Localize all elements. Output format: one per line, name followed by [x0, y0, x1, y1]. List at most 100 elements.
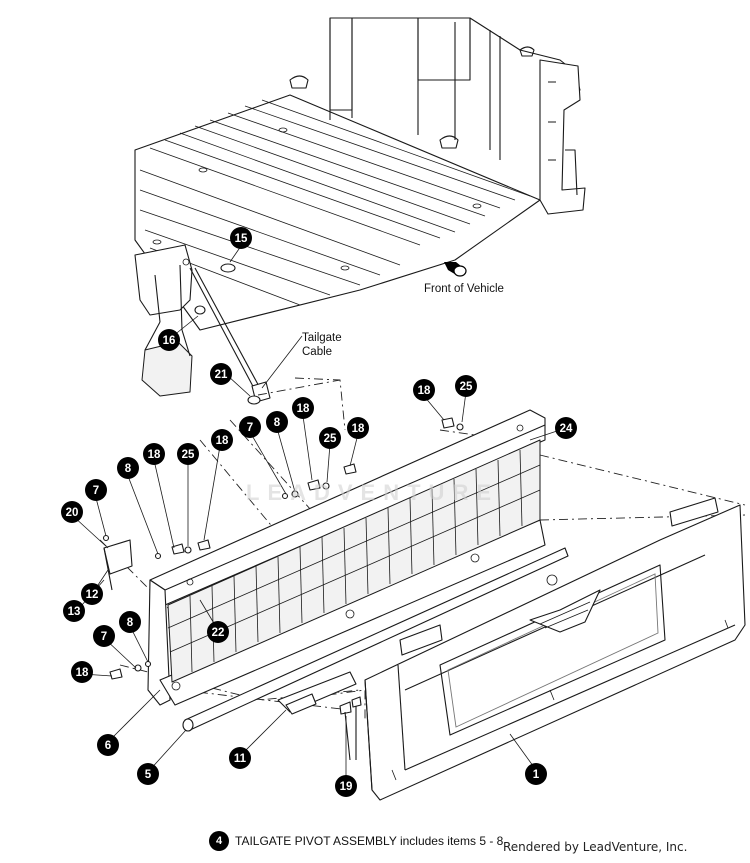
callout-18: 18: [211, 429, 233, 451]
front-arrow-icon: [444, 262, 467, 277]
callout-circle: [229, 747, 251, 769]
tailgate-cable: [189, 263, 271, 405]
callout-number: 8: [127, 617, 134, 629]
cargo-bed: [134, 17, 586, 397]
callout-25: 25: [177, 443, 199, 465]
callout-7: 7: [239, 416, 261, 438]
callout-number: 13: [68, 606, 81, 618]
callout-circle: [210, 363, 232, 385]
callout-number: 20: [66, 507, 79, 519]
callout-number: 21: [215, 369, 228, 381]
callout-circle: [137, 763, 159, 785]
callout-15: 15: [230, 227, 252, 249]
callout-circle: [230, 227, 252, 249]
callout-circle: [292, 397, 314, 419]
callout-7: 7: [93, 625, 115, 647]
callout-19: 19: [335, 775, 357, 797]
callout-number: 18: [418, 385, 431, 397]
callout-6: 6: [97, 734, 119, 756]
callout-circle: [177, 443, 199, 465]
callout-number: 18: [216, 435, 229, 447]
callout-number: 18: [76, 667, 89, 679]
callout-25: 25: [319, 427, 341, 449]
callout-circle: [525, 763, 547, 785]
callout-circle: [71, 661, 93, 683]
credit-text: Rendered by LeadVenture, Inc.: [503, 840, 688, 854]
callout-number: 1: [533, 769, 540, 781]
callout-number: 11: [234, 753, 247, 765]
footer-note: 4 TAILGATE PIVOT ASSEMBLY includes items…: [209, 831, 503, 851]
callout-number: 7: [93, 485, 99, 497]
callout-18: 18: [292, 397, 314, 419]
footer-note-text: TAILGATE PIVOT ASSEMBLY includes items 5…: [235, 834, 504, 848]
callout-circle: [455, 375, 477, 397]
callout-number: 19: [340, 781, 353, 793]
callout-18: 18: [347, 417, 369, 439]
callout-circle: [119, 611, 141, 633]
callout-circle: [61, 501, 83, 523]
tailgate-cable-label-line1: Tailgate: [302, 332, 342, 344]
callout-12: 12: [81, 583, 103, 605]
callout-circle: [117, 457, 139, 479]
tailgate-panel: [364, 497, 746, 801]
callout-7: 7: [85, 479, 107, 501]
callout-8: 8: [117, 457, 139, 479]
callout-22: 22: [207, 621, 229, 643]
callout-13: 13: [63, 600, 85, 622]
callout-1: 1: [525, 763, 547, 785]
callout-circle: [143, 443, 165, 465]
callout-number: 25: [460, 381, 473, 393]
callout-number: 18: [352, 423, 365, 435]
callout-circle: [93, 625, 115, 647]
callout-circle: [97, 734, 119, 756]
callout-circle: [81, 583, 103, 605]
callout-number: 25: [182, 449, 195, 461]
tailgate-cable-label-line2: Cable: [302, 346, 332, 358]
callout-circle: [413, 379, 435, 401]
callout-number: 7: [247, 422, 253, 434]
callout-number: 5: [145, 769, 152, 781]
callout-circle: [63, 600, 85, 622]
callout-circle: [347, 417, 369, 439]
callout-number: 12: [86, 589, 99, 601]
callout-number: 18: [148, 449, 161, 461]
footer-item-badge: 4: [209, 831, 229, 851]
tailgate-frame: [147, 409, 546, 706]
callout-number: 25: [324, 433, 337, 445]
callout-11: 11: [229, 747, 251, 769]
watermark: LEADVENTURE: [246, 480, 500, 505]
callout-circle: [335, 775, 357, 797]
callout-circle: [207, 621, 229, 643]
callout-21: 21: [210, 363, 232, 385]
callout-circle: [85, 479, 107, 501]
callout-circle: [239, 416, 261, 438]
callout-number: 24: [560, 423, 573, 435]
callout-number: 18: [297, 403, 310, 415]
callout-number: 7: [101, 631, 107, 643]
callout-18: 18: [71, 661, 93, 683]
callout-25: 25: [455, 375, 477, 397]
callout-5: 5: [137, 763, 159, 785]
callout-number: 8: [274, 417, 281, 429]
callout-number: 22: [212, 627, 225, 639]
callout-circle: [158, 329, 180, 351]
callout-20: 20: [61, 501, 83, 523]
pivot-rod: [182, 547, 569, 732]
side-bracket: [103, 539, 133, 591]
callout-circle: [266, 411, 288, 433]
callout-16: 16: [158, 329, 180, 351]
callout-number: 8: [125, 463, 132, 475]
callout-circle: [555, 417, 577, 439]
callout-8: 8: [119, 611, 141, 633]
callout-18: 18: [143, 443, 165, 465]
callout-circle: [319, 427, 341, 449]
callout-8: 8: [266, 411, 288, 433]
callout-number: 15: [235, 233, 248, 245]
callout-24: 24: [555, 417, 577, 439]
callout-number: 6: [105, 740, 111, 752]
latch-handle: [277, 671, 357, 715]
front-of-vehicle-label: Front of Vehicle: [424, 283, 504, 295]
